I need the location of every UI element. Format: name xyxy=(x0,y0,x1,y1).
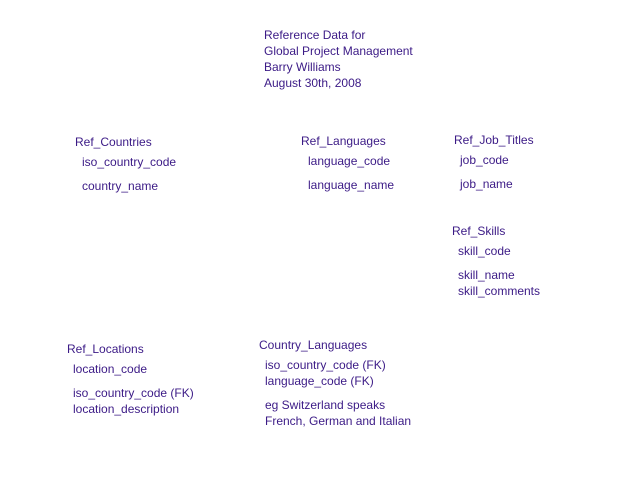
entity-name: Ref_Job_Titles xyxy=(454,133,534,147)
entity-ref-skills: Ref_Skills skill_code skill_name skill_c… xyxy=(452,223,540,299)
entity-name: Ref_Locations xyxy=(67,342,144,356)
entity-name: Ref_Countries xyxy=(75,135,152,149)
entity-name: Ref_Languages xyxy=(301,134,386,148)
title-line-1: Reference Data for xyxy=(264,28,366,42)
field-skill-name: skill_name xyxy=(458,268,515,282)
field-iso-country-code-fk: iso_country_code (FK) xyxy=(265,358,386,372)
entity-name: Country_Languages xyxy=(259,338,368,352)
diagram-title-block: Reference Data for Global Project Manage… xyxy=(264,27,413,91)
field-iso-country-code-fk: iso_country_code (FK) xyxy=(73,386,194,400)
field-location-code: location_code xyxy=(73,362,148,376)
entity-ref-countries: Ref_Countries iso_country_code country_n… xyxy=(75,134,176,194)
note-line-2: French, German and Italian xyxy=(265,414,412,428)
entity-ref-languages: Ref_Languages language_code language_nam… xyxy=(301,133,394,193)
field-iso-country-code: iso_country_code xyxy=(82,155,177,169)
field-skill-comments: skill_comments xyxy=(458,284,541,298)
title-line-2: Global Project Management xyxy=(264,44,413,58)
field-language-name: language_name xyxy=(308,178,395,192)
entity-ref-locations: Ref_Locations location_code iso_country_… xyxy=(67,341,194,417)
date-line: August 30th, 2008 xyxy=(264,76,362,90)
field-skill-code: skill_code xyxy=(458,244,511,258)
field-language-code-fk: language_code (FK) xyxy=(265,374,374,388)
entity-country-languages: Country_Languages iso_country_code (FK) … xyxy=(259,337,411,429)
note-line-1: eg Switzerland speaks xyxy=(265,398,386,412)
field-country-name: country_name xyxy=(82,179,159,193)
entity-name: Ref_Skills xyxy=(452,224,506,238)
entity-ref-job-titles: Ref_Job_Titles job_code job_name xyxy=(454,132,534,192)
author-line: Barry Williams xyxy=(264,60,341,74)
field-location-description: location_description xyxy=(73,402,180,416)
field-language-code: language_code xyxy=(308,154,391,168)
field-job-code: job_code xyxy=(460,153,509,167)
field-job-name: job_name xyxy=(460,177,513,191)
